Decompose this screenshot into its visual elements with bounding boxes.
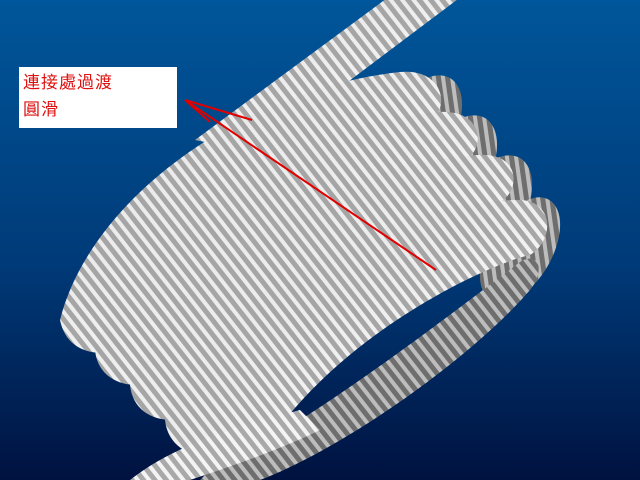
spring-bottom-coil [130, 258, 539, 480]
annotation-line-1: 連接處過渡 [23, 73, 113, 93]
callout-arrow [184, 99, 437, 271]
annotation-line-2: 圓滑 [23, 100, 59, 120]
spring-coils-front [60, 71, 548, 458]
annotation-label: 連接處過渡 圓滑 [19, 67, 177, 128]
